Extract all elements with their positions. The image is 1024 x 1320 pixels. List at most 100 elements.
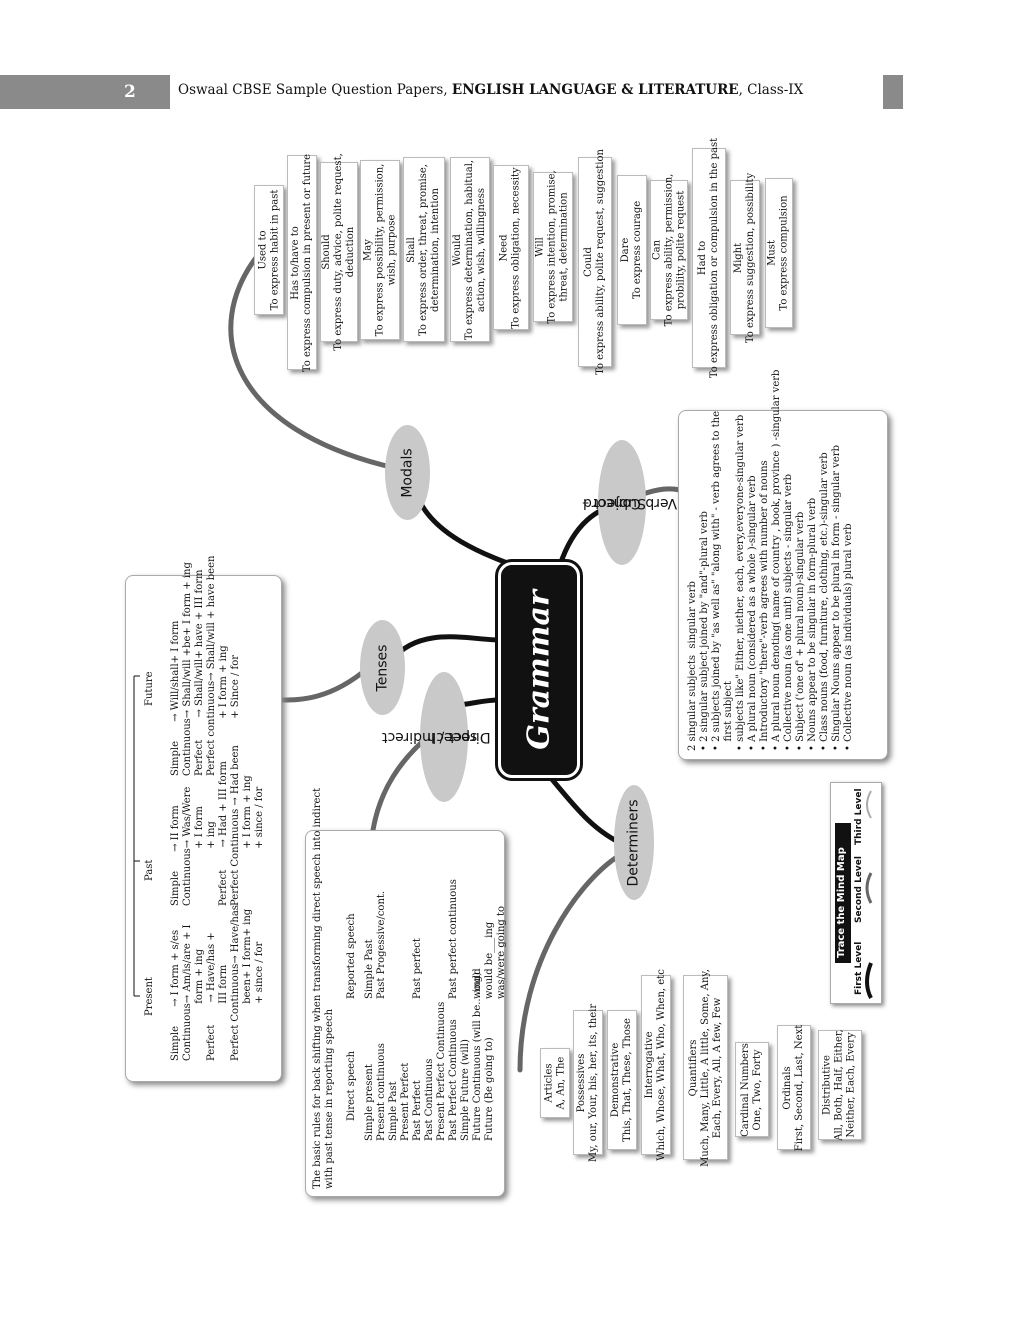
legend-third-level: Third Level <box>854 788 864 845</box>
modal-desc: To express intention, promise, <box>547 170 559 324</box>
determiner-name: Quantifiers <box>687 1039 699 1096</box>
modal-desc: deduction <box>345 226 357 278</box>
modal-desc: To express suggestion, possibility <box>745 172 757 343</box>
tenses-past-heading: Past <box>144 859 155 881</box>
determiner-name: Articles <box>543 1063 555 1103</box>
determiner-desc: One, Two, Forty <box>752 1048 763 1131</box>
speech-direct-heading: Direct speech <box>346 1050 357 1121</box>
modal-name: Will <box>535 237 547 257</box>
determiner-desc: This, That, These, Those <box>622 1018 633 1142</box>
connector-tenses-panel <box>279 665 371 703</box>
modal-name: Need <box>499 234 511 262</box>
determiner-desc: First, Second, Last, Next <box>794 1024 806 1151</box>
legend-title-bar <box>835 823 851 963</box>
modal-desc: To express possibility, permission, <box>374 163 385 337</box>
center-node-grammar: Grammar <box>495 559 583 781</box>
bubble-tenses: Tenses <box>360 620 405 715</box>
legend-second-level-curve <box>865 872 873 904</box>
modal-name: Can <box>651 239 663 261</box>
determiner-name: Ordinals <box>782 1065 794 1110</box>
speech-reported-heading: Reported speech <box>346 913 357 999</box>
modal-name: Could <box>583 247 595 277</box>
determiner-name: Possessives <box>576 1053 587 1112</box>
modal-desc: To express obligation or compulsion in t… <box>709 137 720 379</box>
modal-desc: To express ability, polite request, sugg… <box>595 149 607 375</box>
modal-name: Dare <box>620 237 632 263</box>
determiner-desc: All, Both, Half, Either, <box>834 1029 846 1141</box>
modal-name: Must <box>767 240 779 266</box>
determiner-name: Cardinal Numbers <box>740 1042 751 1137</box>
modal-name: Would <box>452 233 463 266</box>
modal-desc: To express determination, habitual, <box>464 159 475 340</box>
speech-panel: The basic rules for back shifting when t… <box>305 788 507 1197</box>
modal-name: May <box>362 239 373 261</box>
header-title-prefix: Oswaal CBSE Sample Question Papers, <box>178 82 448 98</box>
svc-lines: 2 singular subjects singular verb • 2 si… <box>687 369 854 751</box>
modal-desc: To express obligation, necessity <box>511 166 523 329</box>
tenses-future-lines: Simple → Will/shall+ I form Continuous→ … <box>170 555 241 776</box>
legend-first-level: First Level <box>854 941 864 995</box>
modal-name: Had to <box>697 240 708 276</box>
determiner-desc: Neither, Each, Every <box>846 1032 858 1138</box>
modal-desc: To express habit in past <box>269 189 281 311</box>
bubble-speech-line: speech <box>427 729 477 745</box>
bubble-svc-line: Verb Concord <box>582 494 678 511</box>
legend-third-level-curve <box>866 790 872 819</box>
connector-determiners-list <box>517 852 623 1073</box>
modal-name: Might <box>733 242 745 273</box>
modal-desc: threat, determination <box>559 192 571 302</box>
legend-first-level-curve <box>865 962 873 999</box>
tenses-tree-lines <box>133 675 140 997</box>
svc-panel: 2 singular subjects singular verb • 2 si… <box>678 370 888 760</box>
modal-desc: To express courage <box>632 200 644 300</box>
bubble-modals: Modals <box>385 425 430 520</box>
modal-desc: probility, polite request <box>675 190 687 310</box>
modal-desc: action, wish, willingness <box>476 187 487 312</box>
modal-name: Should <box>321 234 333 270</box>
connector-modals-list <box>228 252 398 471</box>
determiner-name: Distributive <box>822 1055 834 1115</box>
legend-trace-mind-map: Trace the Mind Map First Level Second Le… <box>830 782 882 1004</box>
determiner-desc: Much, Many, Little, A little, Some, Any, <box>699 968 711 1167</box>
modal-desc: wish, purpose <box>386 214 397 286</box>
speech-intro: The basic rules for back shifting when t… <box>312 787 335 1189</box>
legend-second-level: Second Level <box>854 856 864 923</box>
center-label: Grammar <box>521 590 557 750</box>
tenses-panel: Present Past Future Simple → I form + s/… <box>125 556 282 1082</box>
bubble-modals-label: Modals <box>399 447 416 498</box>
header-title: Oswaal CBSE Sample Question Papers, ENGL… <box>178 82 803 98</box>
header-title-suffix: , Class-IX <box>738 82 804 98</box>
determiner-desc: Which, Whose, What, Who, When, etc <box>656 969 667 1161</box>
header-bar <box>0 75 170 109</box>
modal-name: Used to <box>257 230 269 270</box>
tenses-future-heading: Future <box>144 671 155 706</box>
bubble-svc-label: Subject –Verb Concord <box>582 455 677 549</box>
connector-grammar-tenses <box>389 634 503 663</box>
modal-name: Shall <box>406 236 417 263</box>
modal-name: Has to/have to <box>290 225 302 300</box>
header-right-block <box>883 75 903 109</box>
modal-desc: To express duty, advice, polite request, <box>333 153 345 351</box>
modal-desc: To express compulsion <box>779 195 791 311</box>
modal-desc: To express ability, permission, <box>663 173 675 327</box>
